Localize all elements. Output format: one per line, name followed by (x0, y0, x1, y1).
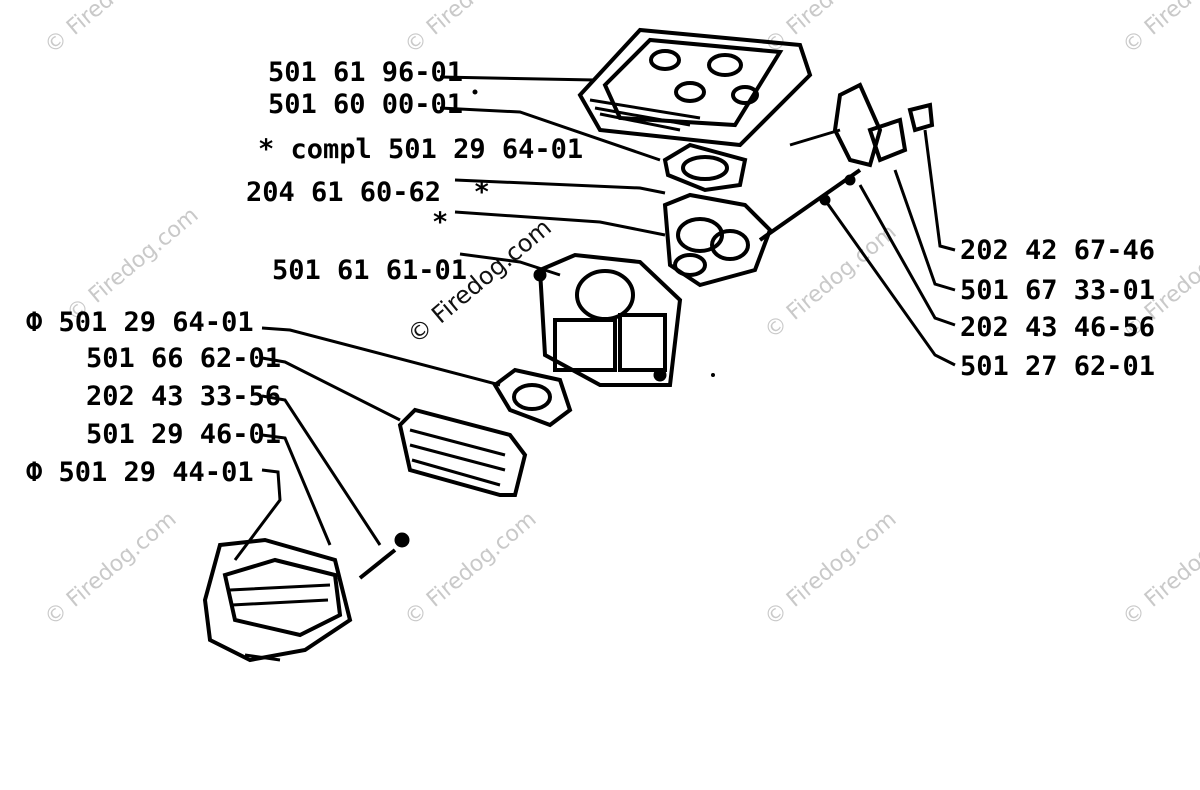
leader-lines-right (823, 129, 956, 367)
leader-line (923, 129, 956, 252)
part-label: 202 43 46-56 (960, 312, 1156, 343)
part-label: 202 42 67-46 (960, 235, 1156, 266)
intake-adapter-part (397, 407, 528, 497)
part-label: 501 27 62-01 (960, 351, 1156, 382)
screw-part (358, 532, 410, 580)
throttle-linkage-part (758, 82, 935, 242)
part-label: 501 67 33-01 (960, 275, 1156, 306)
part-label: * compl 501 29 64-01 (258, 134, 584, 165)
leader-line (261, 433, 332, 546)
carburetor-body-part (533, 252, 683, 387)
speck (711, 373, 715, 377)
part-label: 501 66 62-01 (86, 343, 282, 374)
part-label: 202 43 33-56 (86, 381, 282, 412)
part-label: Ф 501 29 64-01 (26, 307, 254, 338)
filter-element-part (662, 192, 773, 288)
leader-line (261, 356, 401, 422)
part-label: 501 61 96-01 (268, 57, 464, 88)
part-label: 501 60 00-01 (268, 89, 464, 120)
leader-line (261, 326, 501, 387)
leader-line (261, 394, 382, 546)
leader-lines-left (233, 75, 666, 561)
part-label: 501 29 46-01 (86, 419, 282, 450)
speck (472, 89, 478, 95)
leader-line (858, 184, 956, 327)
leader-line (454, 210, 666, 237)
part-label: 501 61 61-01 (272, 255, 468, 286)
leader-line (439, 75, 596, 82)
part-label: Ф 501 29 44-01 (26, 457, 254, 488)
leader-line (454, 178, 666, 195)
air-filter-cover-part (577, 27, 813, 148)
part-label: 204 61 60-62 * (246, 177, 490, 208)
intake-gasket-part (492, 367, 573, 428)
leader-line (893, 169, 956, 292)
part-label: * (432, 207, 449, 238)
leader-line (439, 106, 661, 162)
leader-line (459, 252, 561, 277)
heat-shield-part (202, 537, 353, 663)
leader-line (233, 468, 282, 561)
gasket-part (662, 142, 748, 193)
leader-line (823, 199, 956, 367)
